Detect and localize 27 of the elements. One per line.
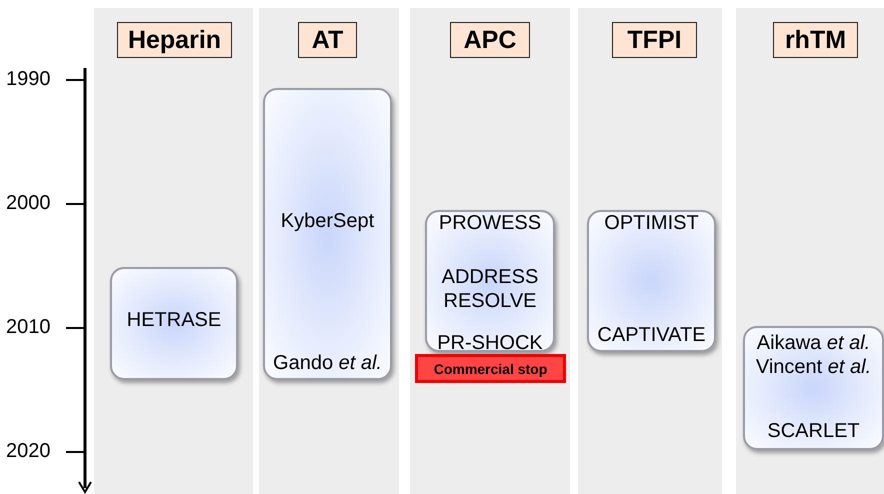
- trial-box: [425, 210, 555, 352]
- year-label: 2010: [6, 316, 52, 339]
- trial-box: [263, 88, 392, 380]
- trial-name: RESOLVE: [442, 290, 538, 313]
- trial-box: [110, 267, 238, 380]
- trial-name: KyberSept: [280, 210, 376, 233]
- year-label: 2020: [6, 440, 52, 463]
- trial-name: PROWESS: [438, 212, 542, 235]
- column-header: Heparin: [117, 22, 232, 58]
- year-label: 2000: [6, 192, 52, 215]
- trial-name: OPTIMIST: [603, 212, 700, 235]
- trial-box: [743, 326, 884, 450]
- trial-name: SCARLET: [766, 420, 861, 443]
- trial-name: CAPTIVATE: [596, 324, 707, 347]
- trial-name: HETRASE: [126, 309, 222, 332]
- trial-box: [587, 210, 716, 352]
- trial-name: PR-SHOCK: [436, 332, 544, 355]
- trial-name: Vincent et al.: [754, 356, 872, 379]
- trial-name: Gando et al.: [272, 352, 383, 375]
- column-header: rhTM: [773, 22, 858, 58]
- status-tag: Commercial stop: [415, 354, 566, 383]
- year-label: 1990: [6, 68, 52, 91]
- column-header: TFPI: [612, 22, 697, 58]
- column-header: APC: [450, 22, 530, 58]
- trial-name: ADDRESS: [440, 266, 540, 289]
- trial-name: Aikawa et al.: [756, 332, 872, 355]
- column-header: AT: [298, 22, 357, 58]
